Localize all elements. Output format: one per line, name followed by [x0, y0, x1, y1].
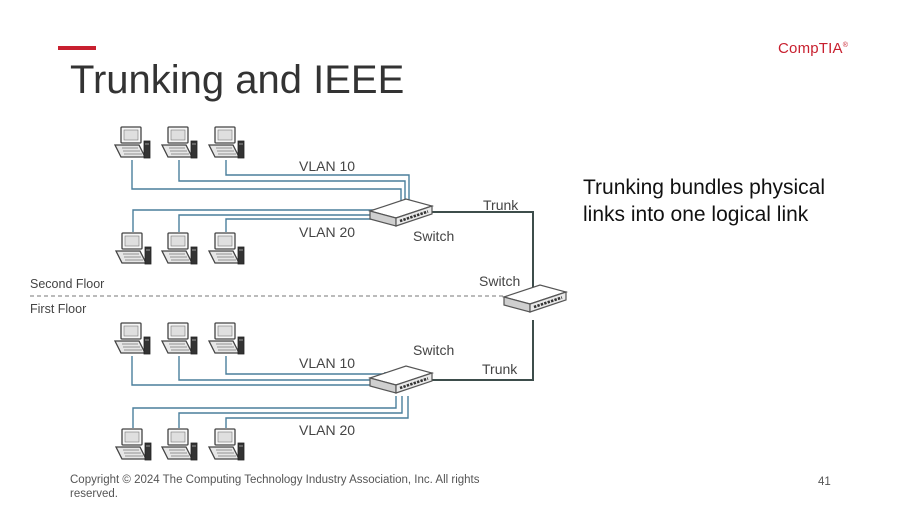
- upper-trunk-label: Trunk: [483, 197, 519, 213]
- upper-vlan10-links: [131, 160, 410, 204]
- lower-switch-label: Switch: [413, 342, 454, 358]
- slide-title: Trunking and IEEE: [70, 58, 405, 102]
- second-floor-label: Second Floor: [30, 277, 104, 291]
- lower-switch-icon: [368, 364, 434, 395]
- pc-icon: [115, 232, 152, 265]
- pc-icon: [208, 428, 245, 461]
- pc-icon: [161, 322, 198, 355]
- page-number: 41: [818, 476, 831, 488]
- lower-trunk-link: [428, 320, 534, 381]
- core-switch-icon: [502, 283, 568, 314]
- upper-vlan20-label: VLAN 20: [299, 224, 355, 240]
- pc-icon: [161, 232, 198, 265]
- logo-registered-mark: ®: [842, 42, 849, 49]
- slide-description: Trunking bundles physical links into one…: [583, 176, 826, 226]
- upper-switch-icon: [368, 197, 434, 228]
- comptia-logo: CompTIA®: [778, 40, 848, 57]
- logo-text: CompTIA: [778, 40, 843, 57]
- upper-switch-label: Switch: [413, 228, 454, 244]
- lower-vlan20-links: [132, 396, 409, 428]
- copyright-footer: Copyright © 2024 The Computing Technolog…: [70, 474, 480, 500]
- pc-icon: [161, 428, 198, 461]
- pc-icon: [114, 322, 151, 355]
- pc-icon: [208, 126, 245, 159]
- pc-icon: [161, 126, 198, 159]
- pc-icon: [208, 232, 245, 265]
- upper-trunk-link: [428, 211, 534, 290]
- lower-vlan20-label: VLAN 20: [299, 422, 355, 438]
- lower-vlan10-label: VLAN 10: [299, 355, 355, 371]
- upper-vlan10-label: VLAN 10: [299, 158, 355, 174]
- lower-trunk-label: Trunk: [482, 361, 518, 377]
- first-floor-label: First Floor: [30, 302, 86, 316]
- title-accent-bar: [58, 46, 96, 50]
- pc-icon: [114, 126, 151, 159]
- pc-icon: [208, 322, 245, 355]
- core-switch-label: Switch: [479, 273, 520, 289]
- pc-icon: [115, 428, 152, 461]
